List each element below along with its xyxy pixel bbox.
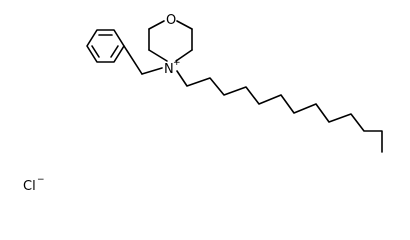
ring-to-ch2-bond xyxy=(123,45,143,75)
benzene-outer-bonds xyxy=(86,29,125,63)
nitrogen-charge: + xyxy=(173,58,181,68)
chloride-charge: − xyxy=(37,175,45,185)
morpholine-bond-n-c1 xyxy=(148,49,168,62)
morpholine-bond-c4-n xyxy=(175,49,193,62)
ch2-to-nitrogen-bond xyxy=(141,67,163,75)
benzene-inner-double-3 xyxy=(91,45,100,58)
chloride-label: Cl xyxy=(23,179,36,194)
nitrogen-label: N xyxy=(164,62,174,77)
oxygen-label: O xyxy=(166,13,176,28)
benzene-inner-double-2 xyxy=(110,45,119,58)
structure-diagram: O N + Cl − xyxy=(23,13,383,194)
benzene-ring xyxy=(86,29,125,63)
morpholine-bond-o-c3 xyxy=(176,20,193,30)
morpholine-bond-c2-o xyxy=(148,20,165,30)
dodecyl-chain xyxy=(176,70,383,153)
benzyl-linker xyxy=(123,45,163,75)
morpholine-ring xyxy=(148,20,193,62)
